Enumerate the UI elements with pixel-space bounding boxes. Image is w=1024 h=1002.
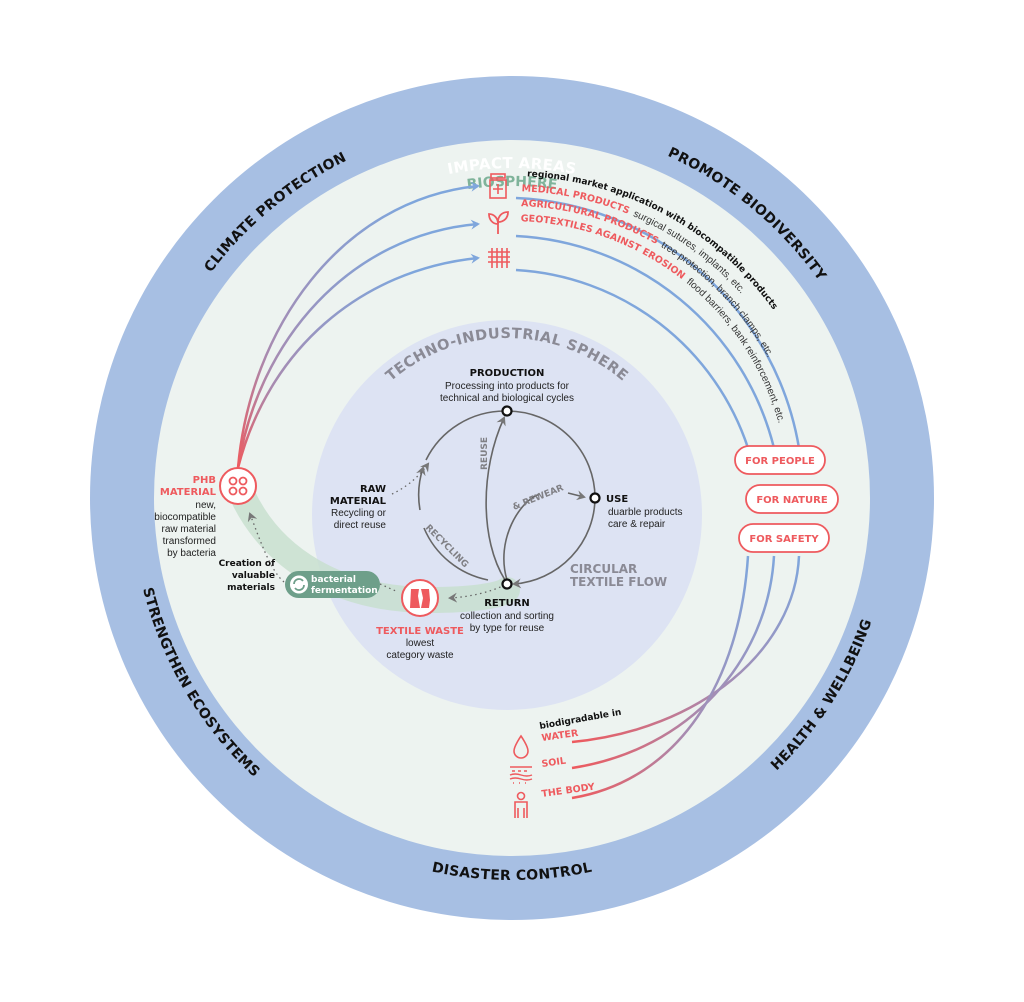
production-desc-2: technical and biological cycles: [440, 393, 574, 404]
use-node: [589, 492, 601, 504]
cycle-use-to-return: [512, 497, 596, 589]
bacterial-fermentation-badge: bacterial fermentation: [285, 571, 380, 598]
reuse-arrow: [485, 416, 506, 581]
return-desc-1: collection and sorting: [460, 611, 554, 622]
raw-material-title-1: RAW: [360, 484, 386, 495]
sprout-icon: [488, 211, 509, 234]
use-desc-1: duarble products: [608, 507, 683, 518]
use-desc-2: care & repair: [608, 519, 666, 530]
use-title: USE: [606, 494, 628, 505]
textile-waste-desc-1: lowest: [406, 638, 435, 649]
svg-text:bacterial: bacterial: [311, 575, 356, 585]
svg-text:FOR SAFETY: FOR SAFETY: [749, 534, 819, 545]
svg-text:valuable: valuable: [232, 571, 275, 581]
textile-waste-icon: [401, 579, 439, 617]
return-node: [501, 578, 513, 590]
rewear-curve: [503, 493, 541, 581]
medicine-bottle-icon: [489, 173, 507, 199]
benefit-for-safety: FOR SAFETY: [738, 523, 830, 553]
phb-title-line1: PHB: [193, 475, 216, 486]
body-line: [571, 555, 750, 800]
benefit-for-people: FOR PEOPLE: [734, 445, 826, 475]
biosphere-title: BIOSPHERE: [466, 174, 558, 193]
soil-line: [571, 555, 776, 770]
svg-text:FOR NATURE: FOR NATURE: [756, 495, 827, 506]
svg-text:FOR PEOPLE: FOR PEOPLE: [745, 456, 815, 467]
waste-to-fermentation-dots: [379, 583, 399, 593]
textile-waste-title: TEXTILE WASTE: [376, 626, 464, 637]
agricultural-line: [515, 234, 776, 449]
raw-material-desc-2: direct reuse: [334, 520, 387, 531]
phb-description: new, biocompatible raw material transfor…: [154, 500, 216, 559]
raw-material-desc-1: Recycling or: [331, 508, 387, 519]
svg-text:fermentation: fermentation: [311, 586, 378, 596]
circular-flow-label-1: CIRCULAR: [570, 562, 637, 576]
production-title: PRODUCTION: [470, 368, 545, 379]
recycle-icon: [293, 578, 305, 591]
svg-text:new,: new,: [195, 500, 216, 511]
human-body-icon: [514, 791, 528, 818]
svg-text:transformed: transformed: [163, 536, 216, 547]
cycle-recycling-arrow: [416, 466, 426, 511]
phb-title-line2: MATERIAL: [160, 487, 217, 498]
bio-cycle-band: [227, 477, 520, 614]
phb-material-icon: [219, 467, 257, 505]
water-drop-icon: [513, 734, 529, 759]
water-line: [571, 555, 801, 744]
return-desc-2: by type for reuse: [470, 623, 545, 634]
grid-mesh-icon: [488, 248, 510, 268]
cycle-raw-to-production: [425, 410, 506, 461]
arrow-to-medical: [236, 181, 480, 469]
cycle-production-to-use: [506, 410, 596, 499]
return-title: RETURN: [484, 598, 530, 609]
svg-text:raw material: raw material: [162, 524, 216, 535]
soil-layers-icon: [509, 766, 533, 784]
biodegradable-water: WATER: [541, 728, 580, 744]
arrow-to-agricultural: [236, 219, 480, 469]
geotextiles-line: [515, 268, 750, 449]
benefit-for-nature: FOR NATURE: [745, 484, 839, 514]
svg-text:materials: materials: [227, 583, 275, 593]
textile-waste-desc-2: category waste: [386, 650, 454, 661]
arrow-to-phb: [247, 512, 285, 583]
raw-material-title-2: MATERIAL: [330, 496, 387, 507]
rewear-arrow: [567, 490, 586, 501]
biodegradable-soil: SOIL: [541, 756, 567, 770]
production-desc-1: Processing into products for: [445, 381, 570, 392]
circular-flow-label-2: TEXTILE FLOW: [570, 575, 667, 589]
svg-text:biocompatible: biocompatible: [154, 512, 216, 523]
flow-reuse-label: REUSE: [480, 437, 490, 470]
svg-text:by bacteria: by bacteria: [167, 548, 216, 559]
arrow-to-geotextiles: [236, 253, 480, 469]
creation-label: Creation of valuable materials: [219, 559, 276, 593]
production-node: [501, 405, 513, 417]
circular-cycle: [416, 410, 596, 589]
svg-text:Creation of: Creation of: [219, 559, 276, 569]
medical-line: [515, 196, 801, 449]
cycle-recycling-lower: [423, 527, 489, 581]
